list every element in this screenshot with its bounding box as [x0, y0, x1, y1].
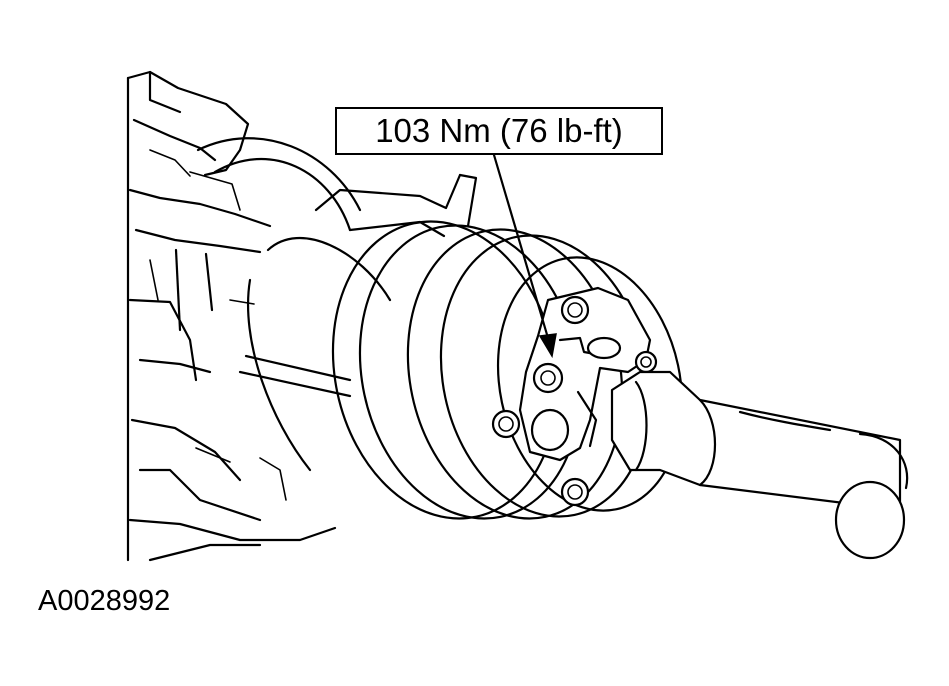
arrow-head: [538, 333, 557, 359]
torque-callout-label: 103 Nm (76 lb-ft): [335, 107, 663, 155]
driveshaft: [610, 370, 909, 560]
bolt-upper-left: [532, 362, 564, 394]
figure-id-label: A0028992: [38, 585, 171, 617]
bolt-top: [560, 295, 590, 325]
torque-leader-arrow: [492, 153, 557, 359]
extension-housing: [196, 137, 478, 472]
bolt-bottom: [560, 477, 590, 507]
bolt-right: [634, 350, 658, 374]
transmission-case: [126, 70, 337, 562]
bolt-left: [491, 409, 521, 439]
yoke-assembly: [518, 286, 652, 462]
flange-bolts: [491, 295, 658, 507]
